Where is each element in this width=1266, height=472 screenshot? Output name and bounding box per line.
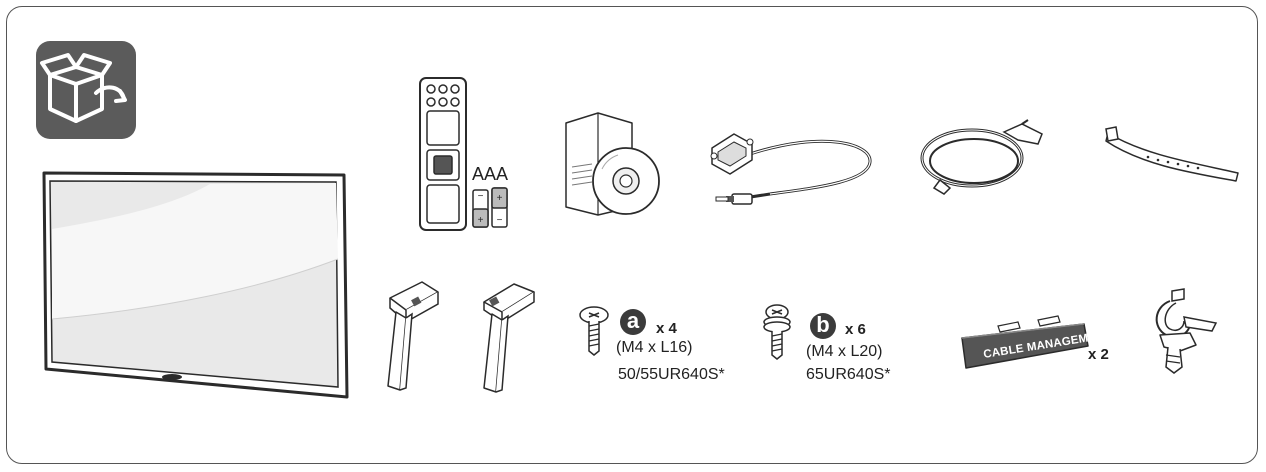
components-frame [6, 6, 1258, 464]
screw-b-icon [762, 303, 792, 361]
power-cord-icon [918, 118, 1048, 202]
screw-a-badge: a [620, 309, 646, 335]
remote-icon [418, 76, 468, 232]
manual-cd-icon [562, 111, 662, 217]
svg-text:+: + [478, 215, 484, 226]
svg-text:+: + [497, 193, 503, 204]
battery-icon: − + + − [470, 187, 510, 229]
cable-holder-icon [1150, 287, 1220, 375]
screw-a-qty: x 4 [656, 320, 677, 337]
screw-a-size: (M4 x L16) [616, 339, 693, 356]
cable-tie-icon [1104, 125, 1242, 185]
stand-right-icon [478, 280, 538, 396]
screw-b-size: (M4 x L20) [806, 343, 883, 360]
screw-a-model: 50/55UR640S* [618, 366, 725, 383]
battery-type-label: AAA [472, 164, 509, 184]
svg-text:−: − [478, 191, 484, 202]
stand-left-icon [382, 278, 442, 394]
svg-text:−: − [497, 215, 503, 226]
tv-icon [40, 169, 352, 403]
rs232-cable-icon [704, 118, 876, 210]
screw-b-badge: b [810, 313, 836, 339]
screw-a-icon [578, 305, 610, 357]
unbox-icon [36, 41, 136, 139]
screw-b-model: 65UR640S* [806, 366, 891, 383]
screw-b-qty: x 6 [845, 321, 866, 338]
cable-management-qty: x 2 [1088, 346, 1109, 363]
cable-management-icon: CABLE MANAGEMENT [958, 315, 1113, 372]
